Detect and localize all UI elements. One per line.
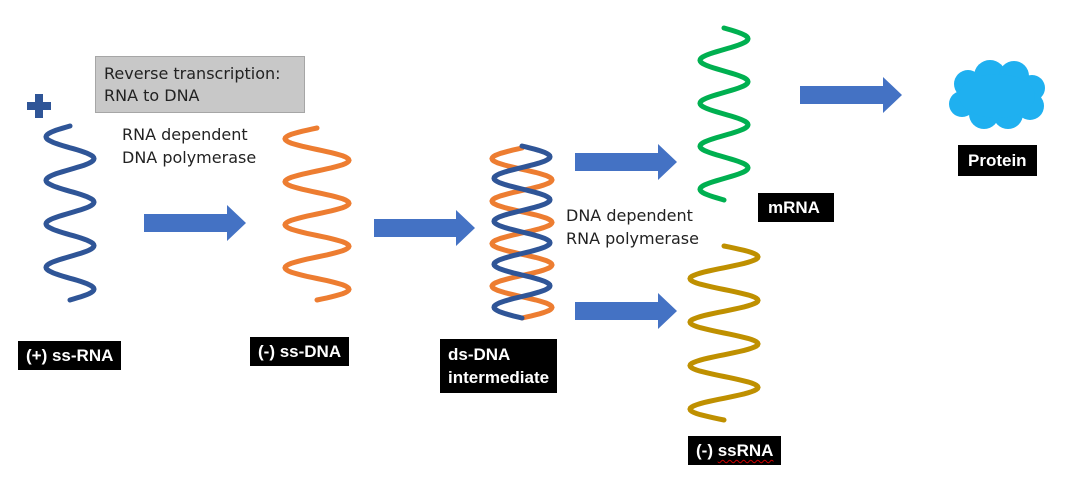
minus-ss-dna-helix [282,125,352,303]
label-minus-ssrna-prefix: (-) [696,441,718,460]
label-minus-ss-dna: (-) ss-DNA [250,337,350,366]
label-mrna: mRNA [758,193,834,222]
reverse-transcription-line1: Reverse transcription: [104,64,281,83]
enzyme-dna-dependent-rna-polymerase: DNA dependent RNA polymerase [566,204,699,250]
plus-icon [27,94,51,118]
arrow-rna-to-dna [144,205,246,241]
label-ds-dna-line1: ds-DNA [448,345,511,364]
enzyme-rdp-line1: RNA dependent [122,125,248,144]
enzyme-rna-dependent-dna-polymerase: RNA dependent DNA polymerase [122,123,256,169]
reverse-transcription-caption: Reverse transcription: RNA to DNA [95,56,305,113]
arrow-dsdna-to-ssrna [575,293,677,329]
label-protein: Protein [958,145,1037,176]
plus-ss-rna-helix [43,123,97,303]
minus-ssrna-helix [687,243,761,423]
enzyme-ddp-line1: DNA dependent [566,206,693,225]
arrow-mrna-to-protein [800,77,902,113]
label-minus-ssrna-word: ssRNA [717,441,774,460]
arrow-dsdna-to-mrna [575,144,677,180]
enzyme-rdp-line2: DNA polymerase [122,148,257,167]
label-plus-ss-rna: (+) ss-RNA [18,341,122,370]
label-minus-ssrna: (-) ssRNA [688,436,782,465]
enzyme-ddp-line2: RNA polymerase [566,229,699,248]
reverse-transcription-line2: RNA to DNA [104,86,200,105]
mrna-helix [697,25,751,203]
cloud-icon [949,60,1045,129]
label-ds-dna-line2: intermediate [448,368,550,387]
arrow-dna-to-dsdna [374,210,475,246]
label-ds-dna-intermediate: ds-DNA intermediate [440,339,558,393]
ds-dna-blue-strand [491,143,553,321]
